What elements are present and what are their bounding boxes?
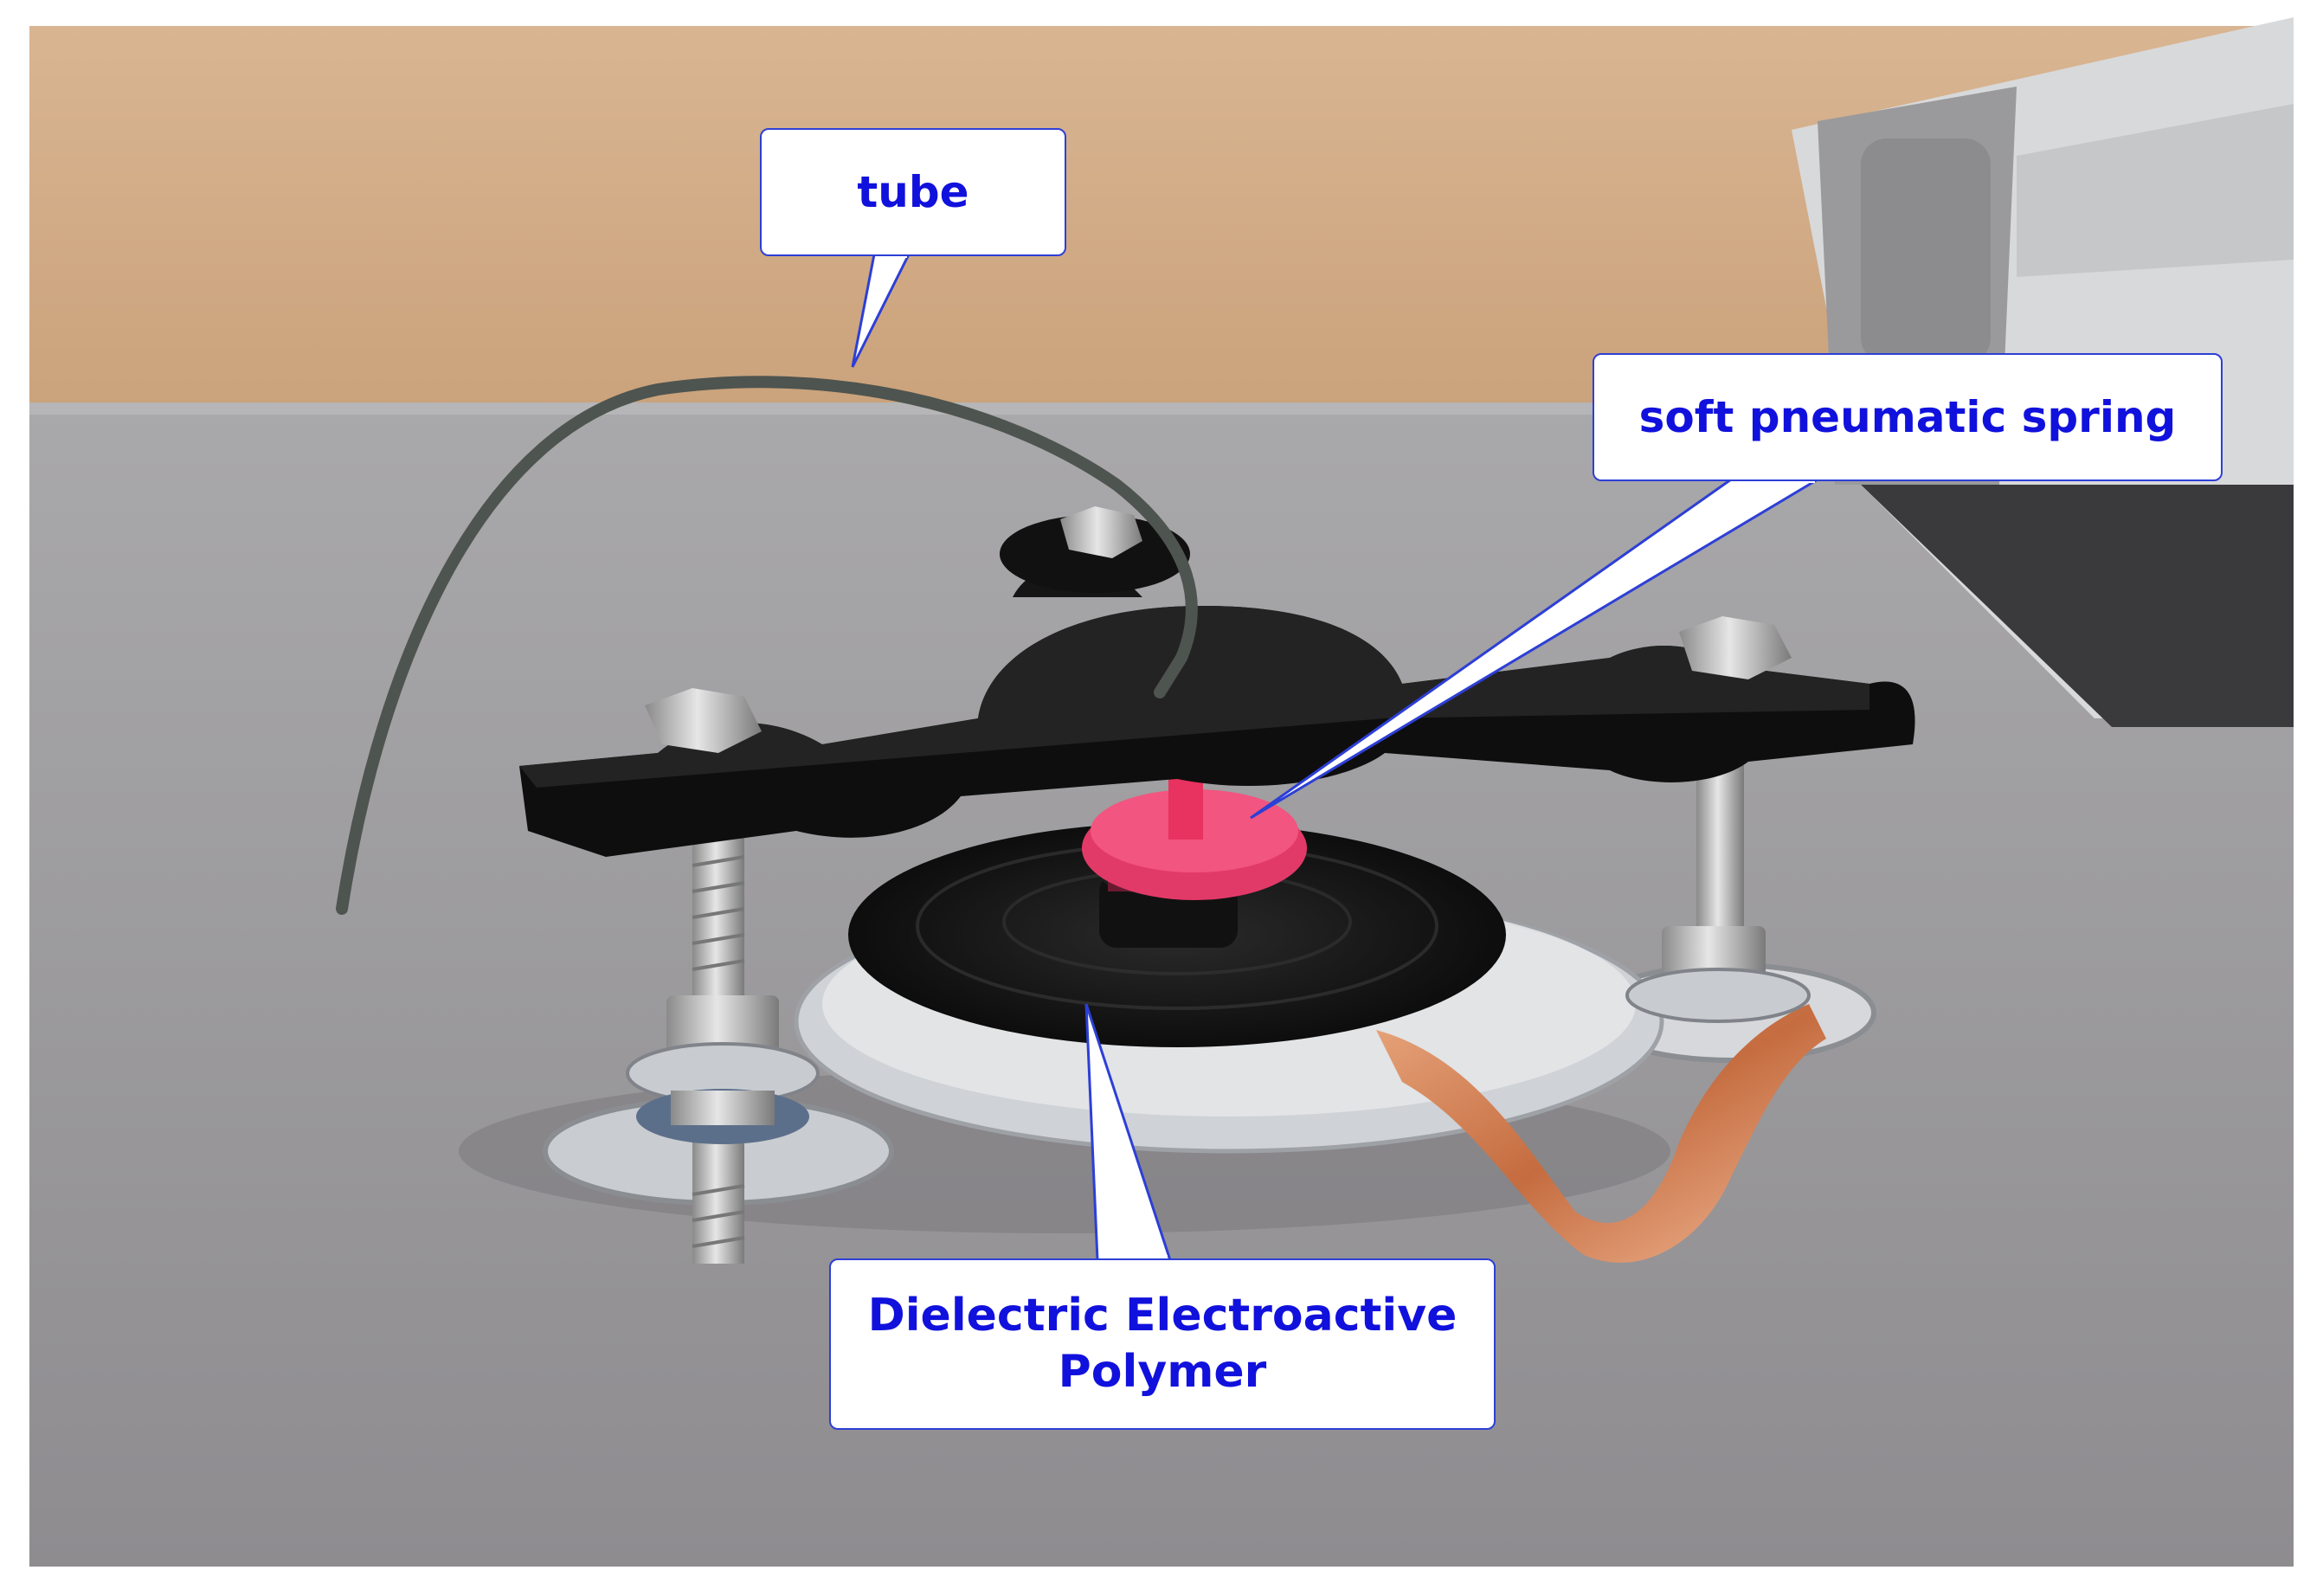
label-polymer-line1: Dielectric Electroactive (867, 1290, 1458, 1342)
label-polymer-line2: Polymer (1058, 1346, 1267, 1398)
label-tube: tube (760, 128, 1066, 256)
copper-tape (1376, 1004, 1826, 1263)
label-dielectric-polymer: Dielectric Electroactive Polymer (829, 1258, 1496, 1430)
label-soft-pneumatic-spring: soft pneumatic spring (1593, 353, 2223, 481)
tube (336, 376, 1198, 915)
label-tube-text: tube (857, 166, 969, 217)
label-spring-text: soft pneumatic spring (1638, 391, 2177, 442)
